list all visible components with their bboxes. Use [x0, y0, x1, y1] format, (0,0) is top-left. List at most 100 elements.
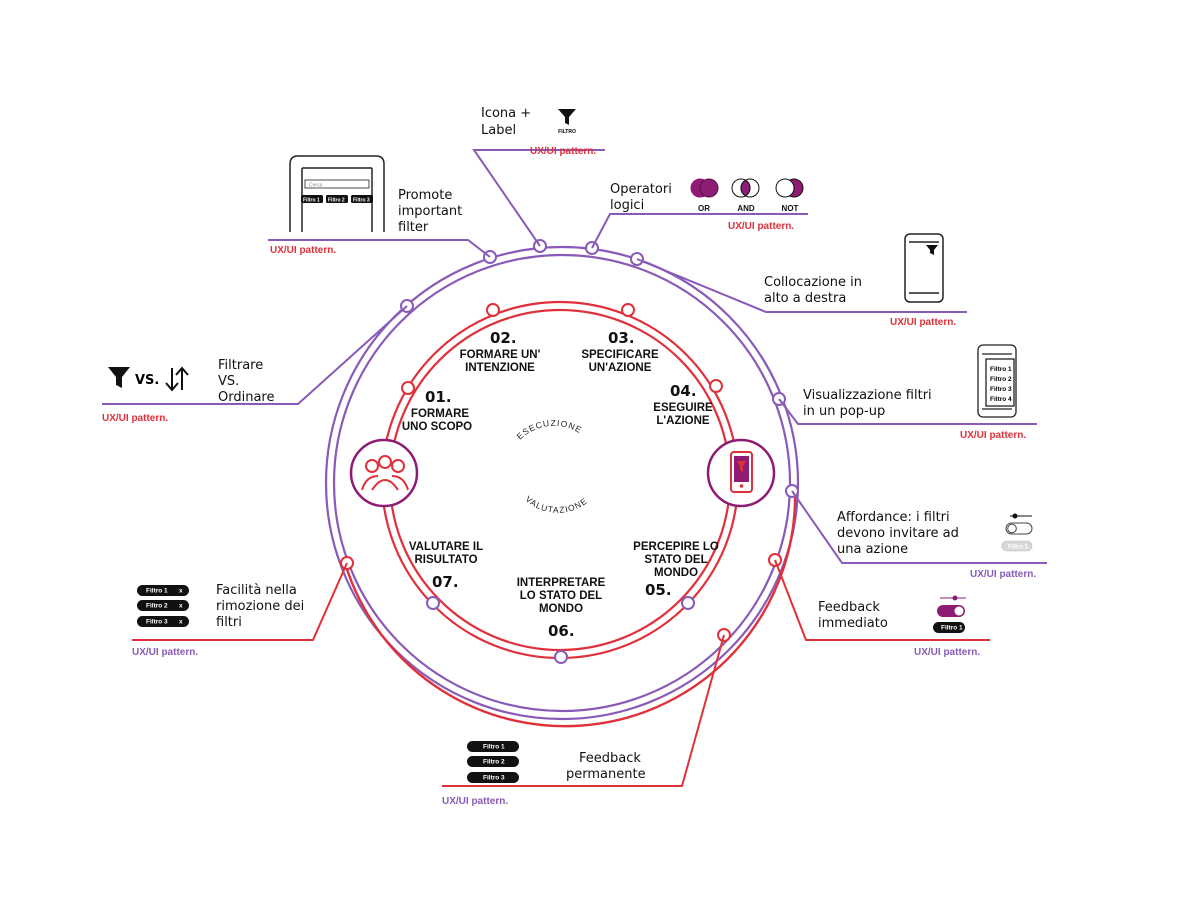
stage-02: 02. FORMARE UN' INTENZIONE	[460, 329, 541, 374]
phone-popup-icon	[977, 344, 1017, 418]
venn-and-icon	[731, 178, 760, 198]
callout-feedback-immediato: Feedback immediato Filtro 1 UX/UI patter…	[818, 595, 980, 658]
pattern-label: UX/UI pattern.	[442, 796, 508, 807]
svg-text:devono invitare ad: devono invitare ad	[837, 526, 959, 541]
close-icon: x	[179, 603, 183, 610]
svg-text:Feedback: Feedback	[818, 600, 880, 615]
venn-not-icon	[775, 178, 804, 198]
svg-text:MONDO: MONDO	[654, 567, 698, 579]
svg-text:Promote: Promote	[398, 188, 452, 203]
svg-text:Label: Label	[481, 123, 516, 138]
svg-text:Filtrare: Filtrare	[218, 358, 263, 373]
outer-red-arc	[343, 489, 797, 728]
svg-text:VS.: VS.	[135, 373, 159, 388]
stage-01: 01. FORMARE UNO SCOPO	[402, 388, 472, 433]
svg-text:05.: 05.	[645, 581, 672, 599]
pattern-label: UX/UI pattern.	[270, 245, 336, 256]
pattern-label: UX/UI pattern.	[728, 221, 794, 232]
stage-06: INTERPRETARE LO STATO DEL MONDO 06.	[517, 577, 606, 640]
close-icon: x	[179, 588, 183, 595]
phone-with-filter-icon	[706, 438, 776, 508]
svg-text:LO STATO DEL: LO STATO DEL	[520, 590, 602, 602]
svg-text:PERCEPIRE LO: PERCEPIRE LO	[633, 541, 719, 553]
venn-or-icon	[690, 178, 719, 198]
svg-text:permanente: permanente	[566, 767, 646, 782]
svg-text:Filtro 4: Filtro 4	[990, 396, 1012, 403]
red-connectors	[132, 559, 990, 787]
svg-text:INTENZIONE: INTENZIONE	[465, 362, 535, 374]
close-icon: x	[179, 619, 183, 626]
pattern-label: UX/UI pattern.	[970, 569, 1036, 580]
slider-active-icon	[940, 595, 966, 601]
svg-text:filtri: filtri	[216, 615, 242, 630]
svg-text:ESEGUIRE: ESEGUIRE	[653, 402, 713, 414]
svg-text:01.: 01.	[425, 388, 452, 406]
svg-text:03.: 03.	[608, 329, 635, 347]
purple-connectors	[102, 149, 1047, 564]
svg-text:una azione: una azione	[837, 542, 908, 557]
svg-text:UN'AZIONE: UN'AZIONE	[589, 362, 652, 374]
svg-text:filter: filter	[398, 220, 429, 235]
svg-text:NOT: NOT	[782, 204, 799, 213]
svg-text:UNO SCOPO: UNO SCOPO	[402, 421, 472, 433]
callout-icona-label: Icona + Label FILTRO UX/UI pattern.	[481, 106, 596, 157]
svg-text:Filtro 3: Filtro 3	[990, 386, 1012, 393]
callout-facilita-rimozione: Filtro 1 Filtro 2 Filtro 3 x x x Facilit…	[132, 583, 304, 658]
sort-arrows-icon	[165, 366, 189, 392]
svg-text:Filtro 3: Filtro 3	[353, 197, 370, 203]
svg-text:OR: OR	[698, 204, 710, 213]
svg-text:06.: 06.	[548, 622, 575, 640]
svg-text:02.: 02.	[490, 329, 517, 347]
svg-text:alto a destra: alto a destra	[764, 291, 846, 306]
svg-text:04.: 04.	[670, 382, 697, 400]
svg-text:MONDO: MONDO	[539, 603, 583, 615]
callout-operatori-logici: Operatori logici OR AND NOT UX/UI patter…	[610, 178, 804, 232]
callout-filtrare-ordinare: VS. Filtrare VS. Ordinare UX/UI pattern.	[102, 358, 274, 424]
svg-text:FORMARE: FORMARE	[411, 408, 469, 420]
removable-chips: Filtro 1 Filtro 2 Filtro 3 x x x	[137, 585, 189, 627]
svg-text:Ordinare: Ordinare	[218, 390, 274, 405]
svg-text:Collocazione in: Collocazione in	[764, 275, 862, 290]
svg-text:rimozione dei: rimozione dei	[216, 599, 304, 614]
pattern-label: UX/UI pattern.	[890, 317, 956, 328]
svg-text:FORMARE UN': FORMARE UN'	[460, 349, 541, 361]
svg-text:STATO DEL: STATO DEL	[644, 554, 707, 566]
svg-text:Filtro 2: Filtro 2	[328, 197, 345, 203]
execution-label: ESECUZIONE	[515, 418, 585, 442]
svg-text:Affordance: i filtri: Affordance: i filtri	[837, 510, 950, 525]
svg-text:in un pop-up: in un pop-up	[803, 404, 885, 419]
svg-text:Filtro 3: Filtro 3	[483, 775, 505, 782]
svg-text:Filtro 2: Filtro 2	[146, 603, 168, 610]
stage-07: VALUTARE IL RISULTATO 07.	[409, 541, 483, 591]
svg-text:RISULTATO: RISULTATO	[414, 554, 477, 566]
toggle-on-icon	[937, 605, 965, 617]
svg-text:Filtro 1: Filtro 1	[303, 197, 320, 203]
svg-text:Filtro 1: Filtro 1	[483, 744, 505, 751]
svg-text:INTERPRETARE: INTERPRETARE	[517, 577, 606, 589]
filter-icon	[926, 245, 938, 255]
stage-04: 04. ESEGUIRE L'AZIONE	[653, 382, 713, 427]
svg-text:L'AZIONE: L'AZIONE	[656, 415, 710, 427]
phone-mockup	[289, 155, 385, 232]
filter-icon	[558, 109, 576, 125]
stage-05: PERCEPIRE LO STATO DEL MONDO 05.	[633, 541, 719, 599]
pattern-label: UX/UI pattern.	[132, 647, 198, 658]
svg-text:SPECIFICARE: SPECIFICARE	[581, 349, 659, 361]
svg-text:Filtro 1: Filtro 1	[146, 588, 168, 595]
svg-text:AND: AND	[737, 204, 755, 213]
svg-text:VS.: VS.	[218, 374, 239, 389]
svg-text:07.: 07.	[432, 573, 459, 591]
svg-text:Filtro 2: Filtro 2	[483, 759, 505, 766]
svg-text:Filtro 2: Filtro 2	[990, 376, 1012, 383]
filter-chips: Filtro 1 Filtro 2 Filtro 3	[301, 195, 373, 203]
callout-promote-filter: Cerca Filtro 1 Filtro 2 Filtro 3 Promote…	[270, 155, 462, 256]
pattern-label: UX/UI pattern.	[960, 430, 1026, 441]
svg-text:Icona +: Icona +	[481, 106, 531, 121]
phone-outline-icon	[904, 233, 944, 303]
callout-feedback-permanente: Filtro 1 Filtro 2 Filtro 3 Feedback perm…	[442, 741, 646, 807]
pattern-label: UX/UI pattern.	[530, 146, 596, 157]
callout-collocazione: Collocazione in alto a destra UX/UI patt…	[764, 233, 956, 328]
active-filter-chip: Filtro 1	[941, 625, 963, 632]
svg-text:important: important	[398, 204, 462, 219]
